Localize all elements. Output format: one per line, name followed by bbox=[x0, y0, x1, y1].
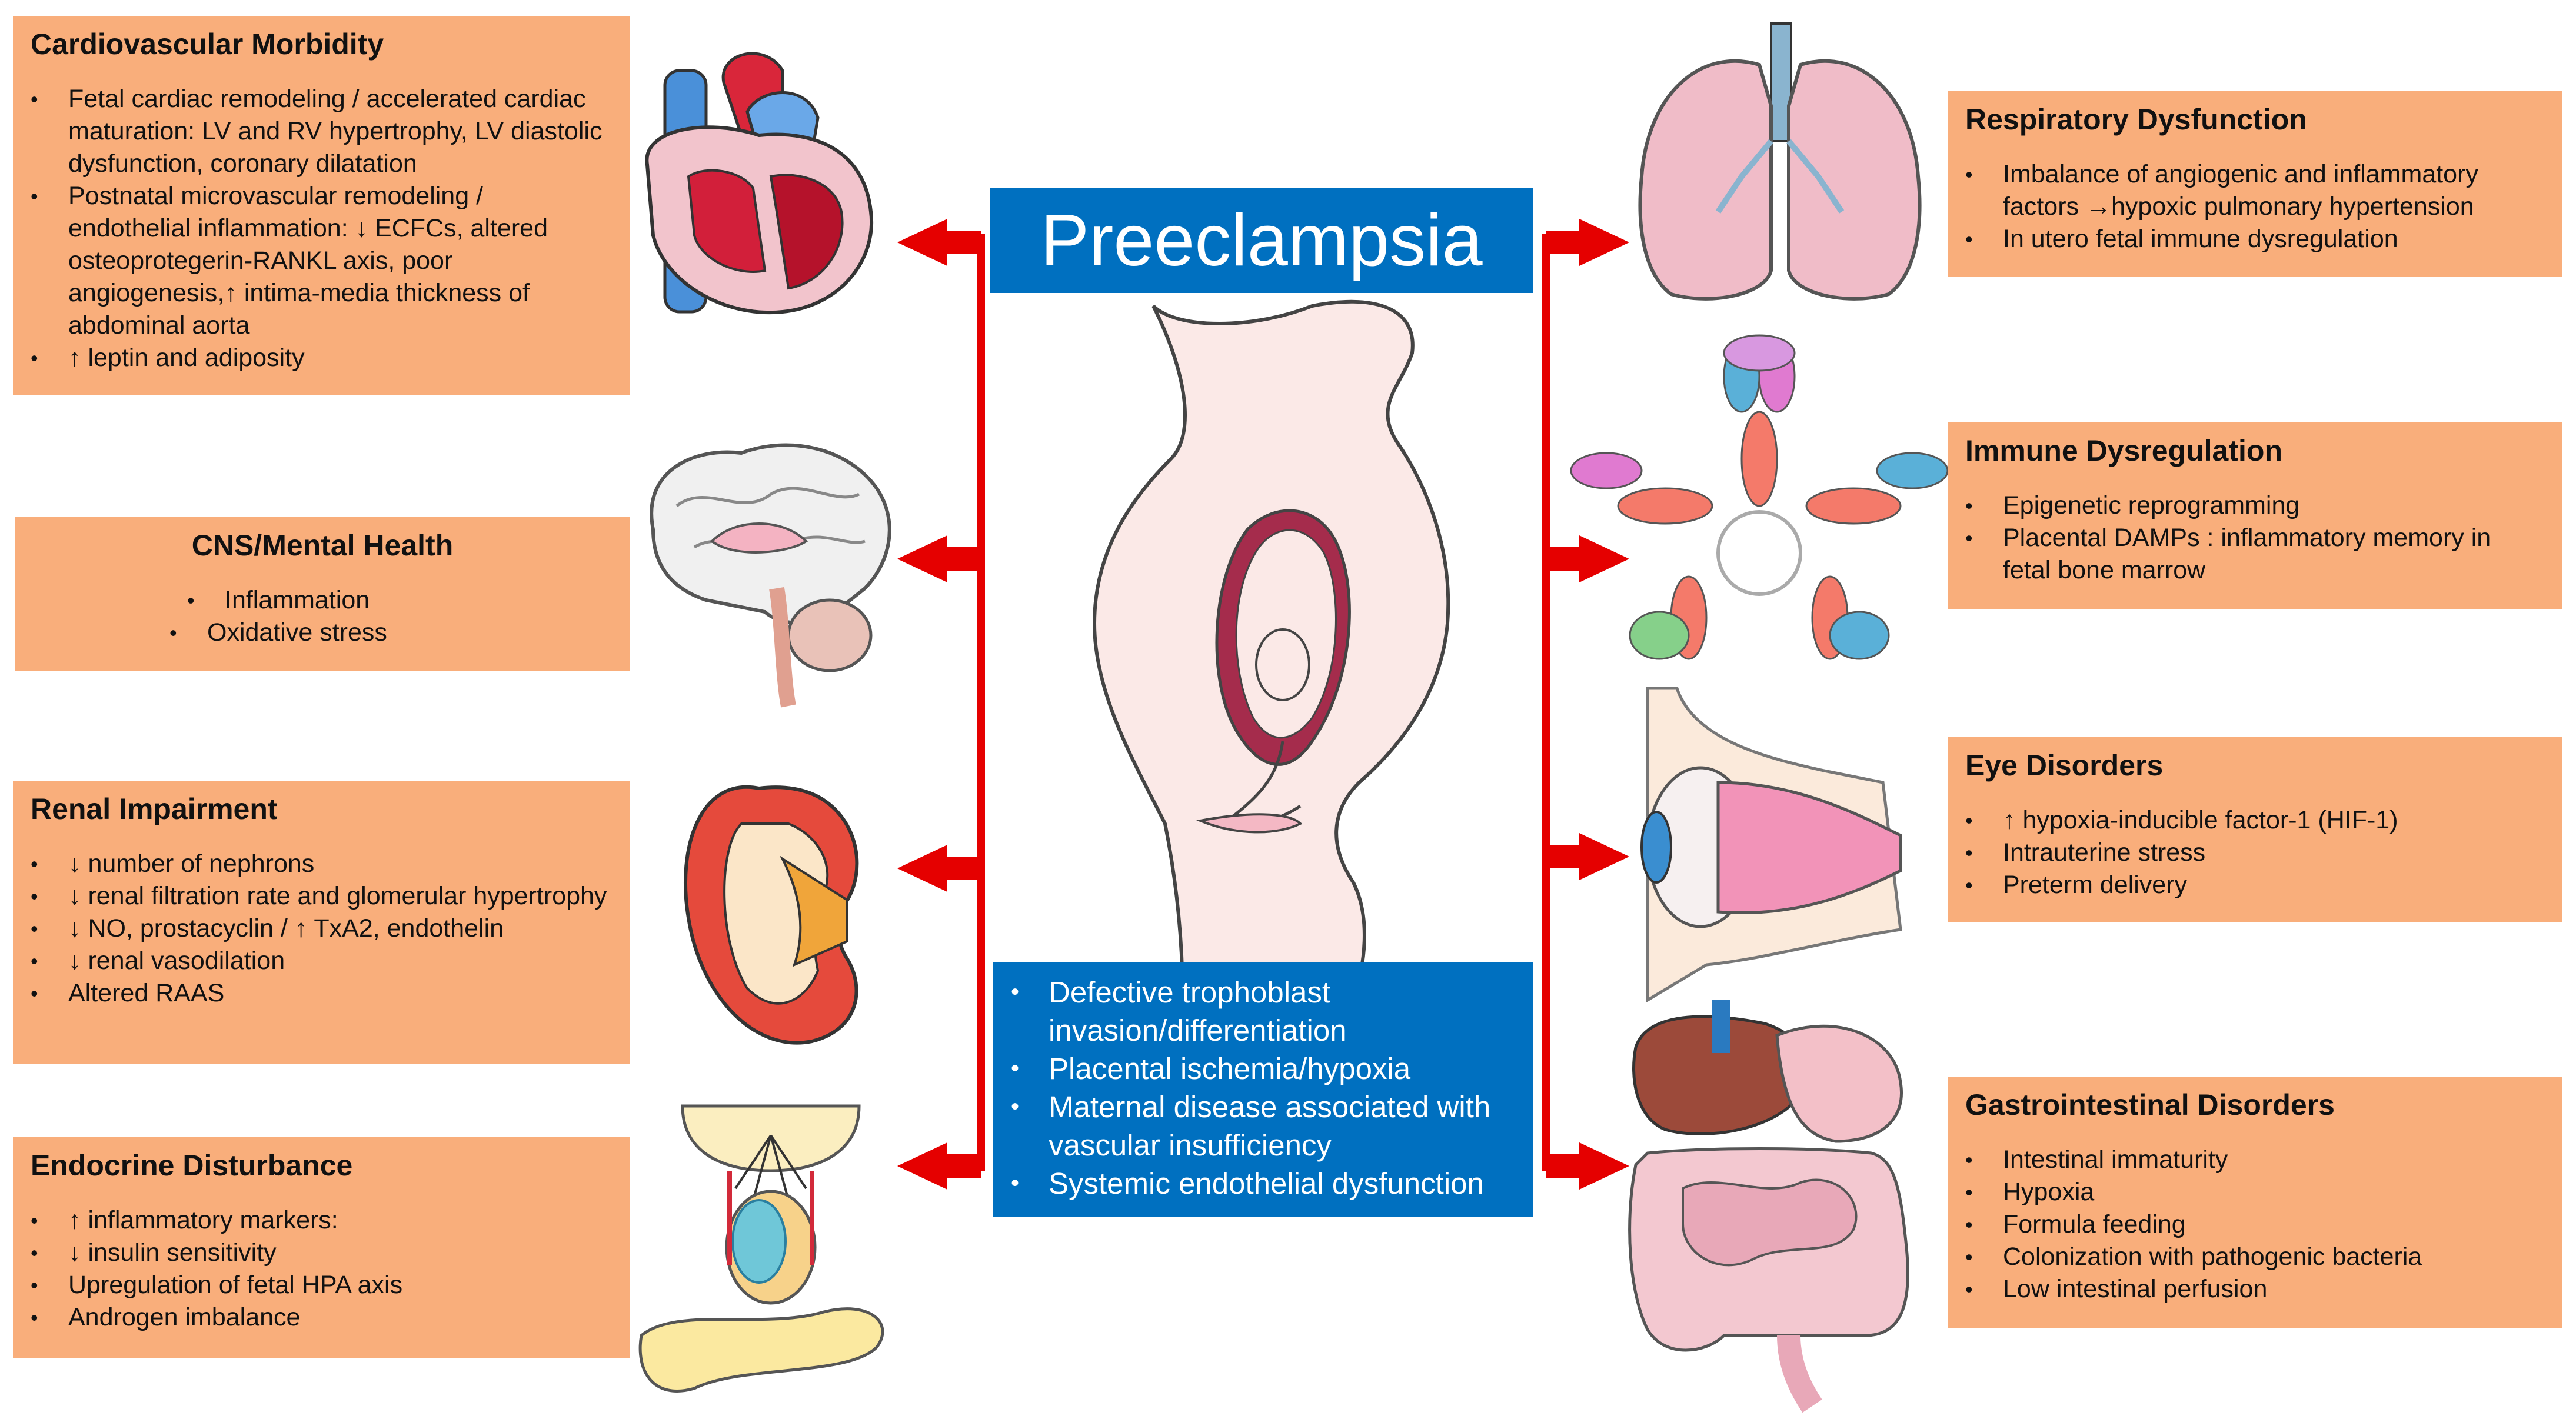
arrow-to-antibody bbox=[1546, 535, 1629, 582]
list-item: ↓ insulin sensitivity bbox=[31, 1237, 612, 1269]
cns-box: CNS/Mental Health Inflammation Oxidative… bbox=[15, 517, 630, 671]
endocrine-glands-icon bbox=[638, 1104, 884, 1393]
list-item: Epigenetic reprogramming bbox=[1965, 489, 2544, 522]
box-title: Gastrointestinal Disorders bbox=[1965, 1088, 2335, 1121]
list-item: Oxidative stress bbox=[169, 617, 475, 649]
box-title: Respiratory Dysfunction bbox=[1965, 103, 2307, 136]
arrow-to-eye bbox=[1546, 833, 1629, 880]
list-item: Upregulation of fetal HPA axis bbox=[31, 1269, 612, 1301]
list-item: ↓ NO, prostacyclin / ↑ TxA2, endothelin bbox=[31, 912, 612, 945]
box-list: Imbalance of angiogenic and inflammatory… bbox=[1965, 158, 2544, 255]
box-list: ↑ inflammatory markers: ↓ insulin sensit… bbox=[31, 1204, 612, 1334]
box-list: ↓ number of nephrons ↓ renal filtration … bbox=[31, 848, 612, 1010]
brain-icon bbox=[650, 443, 891, 708]
left-arrows bbox=[897, 219, 981, 1190]
box-list: Intestinal immaturity Hypoxia Formula fe… bbox=[1965, 1144, 2544, 1305]
box-list: ↑ hypoxia-inducible factor-1 (HIF-1) Int… bbox=[1965, 804, 2544, 901]
kidney-icon bbox=[684, 785, 859, 1045]
mechanism-item: Maternal disease associated with vascula… bbox=[1011, 1088, 1522, 1164]
heart-icon bbox=[645, 52, 874, 315]
arrow-to-heart bbox=[897, 219, 981, 266]
list-item: Imbalance of angiogenic and inflammatory… bbox=[1965, 158, 2544, 223]
arrow-to-kidney bbox=[897, 845, 981, 892]
renal-box: Renal Impairment ↓ number of nephrons ↓ … bbox=[13, 781, 630, 1064]
arrow-to-endocrine bbox=[897, 1142, 981, 1190]
list-item: ↓ renal filtration rate and glomerular h… bbox=[31, 880, 612, 912]
list-item: Altered RAAS bbox=[31, 977, 612, 1010]
mechanisms-list: Defective trophoblast invasion/different… bbox=[1011, 973, 1522, 1203]
box-title: Renal Impairment bbox=[31, 792, 278, 825]
list-item: Inflammation bbox=[187, 584, 475, 617]
list-item: Placental DAMPs : inflammatory memory in… bbox=[1965, 522, 2544, 587]
endocrine-box: Endocrine Disturbance ↑ inflammatory mar… bbox=[13, 1137, 630, 1358]
mechanisms-box: Defective trophoblast invasion/different… bbox=[993, 962, 1533, 1217]
list-item: Intestinal immaturity bbox=[1965, 1144, 2544, 1176]
preeclampsia-title: Preeclampsia bbox=[990, 188, 1533, 293]
list-item: Postnatal microvascular remodeling / end… bbox=[31, 180, 612, 342]
list-item: Androgen imbalance bbox=[31, 1301, 612, 1334]
box-title: Cardiovascular Morbidity bbox=[31, 28, 384, 61]
left-connector-line bbox=[977, 234, 985, 1171]
gastrointestinal-box: Gastrointestinal Disorders Intestinal im… bbox=[1948, 1077, 2562, 1328]
list-item: ↓ renal vasodilation bbox=[31, 945, 612, 977]
box-list: Inflammation Oxidative stress bbox=[169, 584, 475, 649]
immune-box: Immune Dysregulation Epigenetic reprogra… bbox=[1948, 422, 2562, 609]
box-title: Eye Disorders bbox=[1965, 749, 2164, 782]
list-item: ↓ number of nephrons bbox=[31, 848, 612, 880]
list-item: Fetal cardiac remodeling / accelerated c… bbox=[31, 83, 612, 180]
eye-box: Eye Disorders ↑ hypoxia-inducible factor… bbox=[1948, 737, 2562, 922]
arrow-to-lungs bbox=[1546, 219, 1629, 266]
mechanism-item: Placental ischemia/hypoxia bbox=[1011, 1050, 1522, 1088]
list-item: Low intestinal perfusion bbox=[1965, 1273, 2544, 1305]
mechanism-item: Defective trophoblast invasion/different… bbox=[1011, 973, 1522, 1050]
box-title: CNS/Mental Health bbox=[191, 529, 454, 562]
list-item: ↑ inflammatory markers: bbox=[31, 1204, 612, 1237]
list-item: Colonization with pathogenic bacteria bbox=[1965, 1241, 2544, 1273]
digestive-system-icon bbox=[1628, 1000, 1909, 1413]
box-title: Endocrine Disturbance bbox=[31, 1149, 353, 1182]
cardiovascular-box: Cardiovascular Morbidity Fetal cardiac r… bbox=[13, 16, 630, 395]
arrow-to-gut bbox=[1546, 1142, 1629, 1190]
right-connector-line bbox=[1542, 234, 1550, 1171]
list-item: Preterm delivery bbox=[1965, 869, 2544, 901]
pregnant-woman-fetus-icon bbox=[1092, 299, 1450, 1002]
list-item: Formula feeding bbox=[1965, 1208, 2544, 1241]
mechanism-item: Systemic endothelial dysfunction bbox=[1011, 1164, 1522, 1203]
antibody-icon bbox=[1570, 334, 1949, 660]
list-item: ↑ leptin and adiposity bbox=[31, 342, 612, 374]
list-item: Hypoxia bbox=[1965, 1176, 2544, 1208]
list-item: ↑ hypoxia-inducible factor-1 (HIF-1) bbox=[1965, 804, 2544, 837]
box-title: Immune Dysregulation bbox=[1965, 434, 2282, 467]
box-list: Fetal cardiac remodeling / accelerated c… bbox=[31, 83, 612, 374]
lungs-icon bbox=[1638, 22, 1922, 301]
right-arrows bbox=[1546, 219, 1629, 1190]
respiratory-box: Respiratory Dysfunction Imbalance of ang… bbox=[1948, 91, 2562, 277]
list-item: In utero fetal immune dysregulation bbox=[1965, 223, 2544, 255]
eye-icon bbox=[1640, 687, 1902, 1003]
arrow-to-brain bbox=[897, 535, 981, 582]
list-item: Intrauterine stress bbox=[1965, 837, 2544, 869]
box-list: Epigenetic reprogramming Placental DAMPs… bbox=[1965, 489, 2544, 587]
